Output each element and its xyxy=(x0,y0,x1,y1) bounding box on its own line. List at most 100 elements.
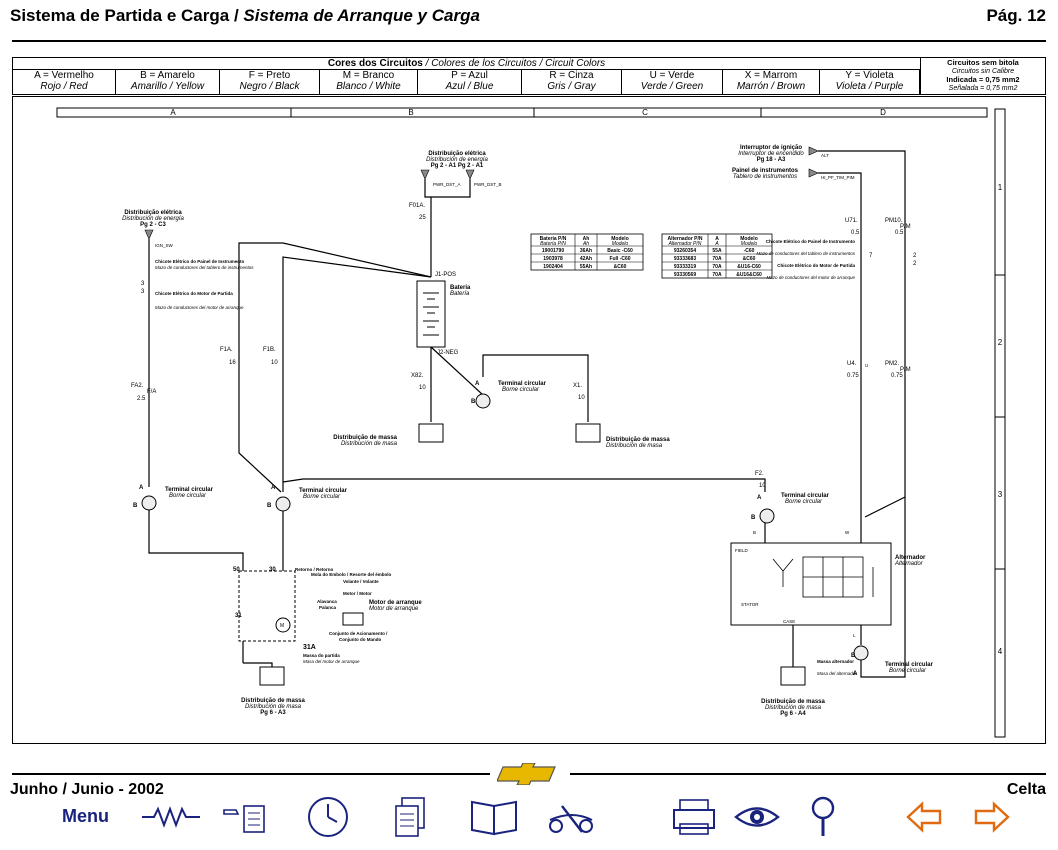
connector-icon xyxy=(465,169,475,180)
clock-icon[interactable] xyxy=(303,796,353,838)
color-code: B = Amarelo xyxy=(140,70,195,81)
label-pm2-color: P/M xyxy=(900,367,911,373)
table-cell: &C60 xyxy=(743,256,756,262)
label-alavanca: Alavanca xyxy=(317,599,337,604)
label-massa-alternador-es: Masa del alternador xyxy=(817,671,857,676)
label-pm10: PM10. xyxy=(885,218,903,224)
label-term-b: B xyxy=(133,503,138,509)
printer-icon[interactable] xyxy=(668,796,720,838)
label-terminal-circular: Terminal circular xyxy=(299,488,348,494)
label-massa-partida: Massa do partida xyxy=(303,653,340,658)
label-terminal-circular: Terminal circular xyxy=(885,662,934,668)
label-dist-eletrica-left: Distribuição elétrica xyxy=(124,210,182,216)
terminal-circular-icon xyxy=(275,496,291,512)
circuit-colors-table: Cores dos Circuitos / Colores de los Cir… xyxy=(12,57,1046,95)
label-term-b: B xyxy=(267,503,272,509)
label-terminal-circular: Terminal circular xyxy=(498,381,547,387)
table-cell: 1903978 xyxy=(543,256,563,262)
label-pm10-gauge: 0.5 xyxy=(895,230,904,236)
label-wire-l: L xyxy=(853,633,856,638)
label-ign-sw: IGN_SW xyxy=(155,243,174,248)
label-field: FIELD xyxy=(735,548,749,553)
label-painel: Painel de instrumentos xyxy=(732,168,799,174)
table-cell: &U16&C60 xyxy=(736,272,762,278)
tools-icon[interactable] xyxy=(542,796,604,838)
color-code: U = Verde xyxy=(649,70,695,81)
terminal-circular-icon xyxy=(141,495,157,511)
label-term-b: B xyxy=(851,653,856,659)
label-x1-gauge: 10 xyxy=(578,395,585,401)
label-chicote-motor: Chicote Elétrico do Motor de Partida xyxy=(155,291,233,296)
label-s50: 50 xyxy=(233,567,240,573)
resistor-icon[interactable] xyxy=(140,796,204,838)
motor-box-icon xyxy=(342,612,364,626)
gauge-legend: Circuitos sem bitola Circuitos sin Calib… xyxy=(920,58,1045,94)
arrow-right-icon[interactable] xyxy=(972,796,1012,838)
table-cell: 70A xyxy=(712,272,722,278)
arrow-left-icon[interactable] xyxy=(904,796,944,838)
ground-icon xyxy=(780,666,806,686)
label-terminal-circular-es: Borne circular xyxy=(785,499,823,505)
table-header-es: Modelo xyxy=(612,241,629,247)
label-f2-gauge: 10 xyxy=(759,483,766,489)
label-f01a-gauge: 25 xyxy=(419,215,426,221)
label-interruptor: Interruptor de ignição xyxy=(740,145,802,151)
table-header-es: A xyxy=(714,241,719,247)
label-x82: X82. xyxy=(411,373,424,379)
table-cell: &U16-C60 xyxy=(737,264,761,270)
magnifier-icon[interactable] xyxy=(806,796,840,838)
terminal-circular-icon xyxy=(759,508,775,524)
label-chicote-painel: Chicote Elétrico do Painel de Instrument… xyxy=(155,259,245,264)
color-code: F = Preto xyxy=(248,70,291,81)
documents-icon[interactable] xyxy=(388,796,432,838)
color-code: M = Branco xyxy=(342,70,395,81)
label-u71: U71. xyxy=(845,218,858,224)
circuit-colors-title: Cores dos Circuitos / Colores de los Cir… xyxy=(13,58,920,70)
color-translation: Violeta / Purple xyxy=(835,81,904,92)
menu-button[interactable]: Menu xyxy=(62,806,109,826)
label-dist-massa-ref: Pg 6 - A3 xyxy=(260,710,286,716)
terminal-circular-icon xyxy=(853,645,869,661)
label-dist-massa: Distribuição de massa xyxy=(333,435,397,441)
label-term-a: A xyxy=(757,495,762,501)
table-cell: 93333319 xyxy=(674,264,696,270)
book-icon[interactable] xyxy=(468,796,524,838)
label-fa2: FA2. xyxy=(131,383,144,389)
label-massa-alternador: Massa alternador xyxy=(817,659,854,664)
index-icon[interactable] xyxy=(220,796,270,838)
label-retorno: Retorno / Retorno xyxy=(295,567,333,572)
label-case: CASE xyxy=(783,619,795,624)
color-code: X = Marrom xyxy=(744,70,798,81)
color-code: P = Azul xyxy=(451,70,488,81)
label-painel-es: Tablero de instrumentos xyxy=(733,174,797,180)
motor-icon xyxy=(275,617,291,633)
label-dist-eletrica-left-es: Distribución de energía xyxy=(122,216,184,222)
label-terminal-circular-es: Borne circular xyxy=(889,668,927,674)
color-translation: Gris / Gray xyxy=(547,81,596,92)
starter-motor-symbol xyxy=(238,570,296,642)
label-wire-u: U xyxy=(865,363,868,368)
label-term-a: A xyxy=(271,485,276,491)
label-conjunto: Conjunto de Acionamento / xyxy=(329,631,388,636)
label-dist-eletrica-left-ref: Pg 2 - C3 xyxy=(140,222,166,228)
color-code: R = Cinza xyxy=(549,70,594,81)
color-code: A = Vermelho xyxy=(34,70,94,81)
footer-divider xyxy=(12,773,490,775)
label-dist-massa: Distribuição de massa xyxy=(761,699,825,705)
label-x82-gauge: 10 xyxy=(419,385,426,391)
label-s31a: 31A xyxy=(303,644,316,651)
label-f2: F2. xyxy=(755,471,764,477)
eye-icon[interactable] xyxy=(732,796,782,838)
terminal-circular-icon xyxy=(475,393,491,409)
label-dist-massa-ref: Pg 6 - A4 xyxy=(780,711,806,717)
color-translation: Negro / Black xyxy=(239,81,300,92)
label-terminal-circular-es: Borne circular xyxy=(303,494,341,500)
label-pwr-a: PWR_DST_A xyxy=(433,182,461,187)
